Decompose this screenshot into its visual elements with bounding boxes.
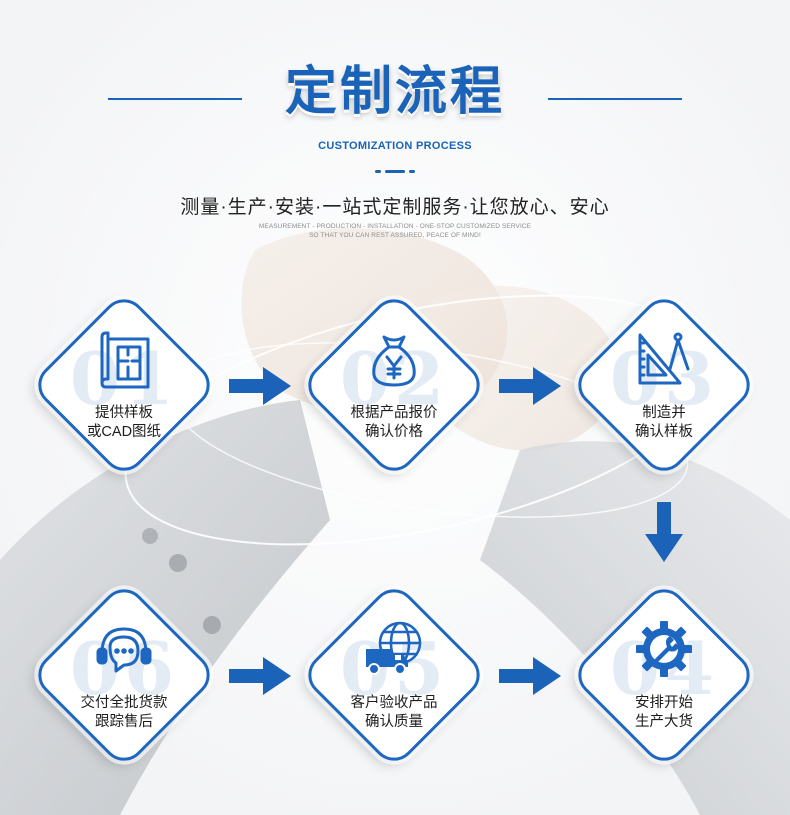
- step-label-line2: 跟踪售后: [95, 714, 153, 730]
- step-label-line2: 或CAD图纸: [86, 424, 162, 440]
- title-line-left: [108, 98, 242, 100]
- step-label: 提供样板 或CAD图纸: [31, 404, 217, 442]
- arrow-right-icon: [499, 367, 561, 405]
- arrow-right-icon: [229, 367, 291, 405]
- step-label-line2: 确认质量: [365, 714, 423, 730]
- step-number: 02: [339, 336, 449, 421]
- step-card-3: 03 制造并 确认样板: [569, 290, 759, 480]
- customer-service-headset-icon: [96, 627, 152, 673]
- step-label-line1: 提供样板: [95, 405, 153, 421]
- step-label-line1: 安排开始: [635, 695, 693, 711]
- step-label: 安排开始 生产大货: [571, 694, 757, 732]
- step-label-line1: 交付全批货款: [80, 695, 168, 711]
- step-label-line1: 制造并: [642, 405, 686, 421]
- step-label-line1: 客户验收产品: [350, 695, 438, 711]
- step-label: 制造并 确认样板: [571, 404, 757, 442]
- step-label: 交付全批货款 跟踪售后: [31, 694, 217, 732]
- page-subtitle-en: CUSTOMIZATION PROCESS: [318, 140, 472, 152]
- gear-wrench-icon: [636, 621, 692, 677]
- delivery-truck-globe-icon: [366, 621, 422, 675]
- arrow-right-icon: [229, 657, 291, 695]
- title-accent-dashes: [375, 170, 415, 173]
- arrow-right-icon: [499, 657, 561, 695]
- ruler-compass-icon: [638, 332, 690, 385]
- tagline-en-line1: MEASUREMENT - PRODUCTION - INSTALLATION …: [258, 223, 532, 230]
- step-label: 客户验收产品 确认质量: [301, 694, 487, 732]
- step-label: 根据产品报价 确认价格: [301, 404, 487, 442]
- step-number: 03: [609, 336, 719, 421]
- step-card-1: 01 提供样板 或CAD图纸: [29, 290, 219, 480]
- arrow-down-icon: [645, 502, 683, 562]
- step-card-4: 04 安排开始 生产大货: [569, 580, 759, 770]
- step-label-line2: 确认价格: [365, 424, 423, 440]
- step-card-6: 06 交付全批货款 跟踪售后: [29, 580, 219, 770]
- tagline-en-line2: SO THAT YOU CAN REST ASSURED, PEACE OF M…: [309, 232, 481, 239]
- step-card-5: 05 客户验收产品 确认质量: [299, 580, 489, 770]
- step-label-line1: 根据产品报价: [350, 405, 438, 421]
- title-line-right: [548, 98, 682, 100]
- money-bag-yen-icon: [372, 335, 416, 387]
- step-number: 06: [69, 626, 179, 711]
- floor-plan-icon: [100, 331, 150, 389]
- step-label-line2: 生产大货: [635, 714, 693, 730]
- page-title: 定制流程: [284, 62, 505, 122]
- tagline: 测量·生产·安装·一站式定制服务·让您放心、安心: [180, 197, 610, 218]
- step-card-2: 02 根据产品报价 确认价格: [299, 290, 489, 480]
- step-label-line2: 确认样板: [635, 424, 693, 440]
